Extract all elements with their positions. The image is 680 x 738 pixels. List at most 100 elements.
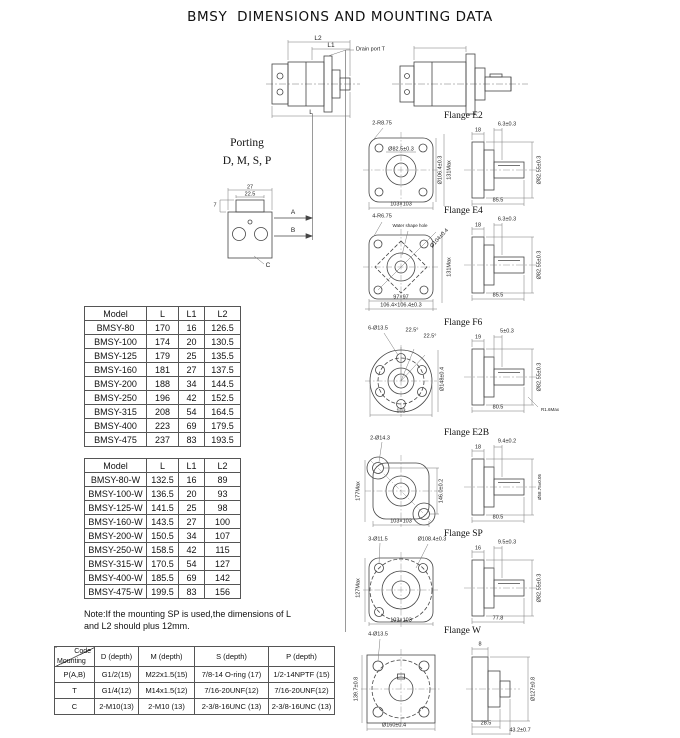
table-cell: 20 xyxy=(178,486,205,501)
flange-sp-label: Flange SP xyxy=(444,529,483,539)
dim-annotation: Ø82.55±0.3 xyxy=(536,250,543,280)
dim-annotation: 103×103 xyxy=(390,617,412,624)
table-cell: BMSY-100-W xyxy=(84,486,147,501)
dim-annotation: Ø82.5±0.3 xyxy=(388,146,414,153)
dim-annotation: 131Max xyxy=(446,257,453,277)
table-cell: 42 xyxy=(178,542,205,557)
table-cell: 158.5 xyxy=(146,542,179,557)
table-cell: 20 xyxy=(178,334,205,349)
table-cell: 7/16-20UNF(12) xyxy=(268,682,335,699)
table-cell: 142 xyxy=(204,570,241,585)
dim-l2: L2 xyxy=(314,34,322,42)
table-cell: 237 xyxy=(146,432,179,447)
table-cell: 69 xyxy=(178,570,205,585)
table-cell: 107 xyxy=(204,528,241,543)
table-row: P(A,B)G1/2(15)M22x1.5(15)7/8-14 O-ring (… xyxy=(54,666,335,683)
dim-annotation: Ø160±0.4 xyxy=(381,722,407,729)
code-mounting-corner-cell: Code Mounting xyxy=(54,646,95,667)
table-cell: 179.5 xyxy=(204,418,241,433)
table-cell: 193.5 xyxy=(204,432,241,447)
dim-annotation: Ø127±0.8 xyxy=(530,676,537,702)
dim-annotation: 4-Ø13.5 xyxy=(368,631,388,638)
table-cell: BMSY-250-W xyxy=(84,542,147,557)
table-cell: 136.5 xyxy=(146,486,179,501)
dim-annotation: 106.4×106.4±0.3 xyxy=(380,302,422,309)
column-header: L1 xyxy=(178,306,205,321)
reference-line-porting xyxy=(312,114,313,240)
port-thread-table: Code Mounting D (depth) M (depth) S (dep… xyxy=(54,646,335,715)
dim-annotation: 103×103 xyxy=(390,201,412,208)
note-line-2: and L2 should plus 12mm. xyxy=(84,621,190,631)
dim-annotation: 127Max xyxy=(355,578,362,598)
table-cell: P(A,B) xyxy=(54,666,95,683)
table-cell: 196 xyxy=(146,390,179,405)
flange-sp-section: Flange SP xyxy=(352,528,588,628)
dim-annotation: 2-R8.75 xyxy=(372,120,392,127)
flange-w-section: Flange W xyxy=(352,625,588,738)
table-cell: BMSY-100 xyxy=(84,334,147,349)
table-cell: 27 xyxy=(178,362,205,377)
column-header: M (depth) xyxy=(138,646,195,667)
dim-annotation: 18 xyxy=(474,444,482,451)
dim-annotation: 19 xyxy=(474,334,482,341)
dim-annotation: 2-Ø14.3 xyxy=(370,435,390,442)
column-header: L2 xyxy=(204,306,241,321)
porting-section-drawing xyxy=(219,188,314,265)
table-cell: M14x1.5(12) xyxy=(138,682,195,699)
table-cell: 34 xyxy=(178,376,205,391)
dim-annotation: 16 xyxy=(474,545,482,552)
column-header: Model xyxy=(84,458,147,473)
table-cell: 188 xyxy=(146,376,179,391)
dim-annotation: 8 xyxy=(478,641,482,648)
dim-annotation: 77.8 xyxy=(492,615,504,622)
table-cell: BMSY-475 xyxy=(84,432,147,447)
table-cell: 1/2-14NPTF (15) xyxy=(268,666,335,683)
table-cell: 185.5 xyxy=(146,570,179,585)
dim-annotation: 3-Ø11.5 xyxy=(368,536,388,543)
table-cell: 179 xyxy=(146,348,179,363)
table-cell: 54 xyxy=(178,404,205,419)
reference-line-vertical xyxy=(345,50,346,632)
column-header: D (depth) xyxy=(94,646,139,667)
table-header-row: Model L L1 L2 xyxy=(84,306,241,321)
corner-label-code: Code xyxy=(74,648,91,655)
porting-dim-22-5: 22.5 xyxy=(244,191,256,198)
dim-annotation: 9.4±0.2 xyxy=(497,438,517,445)
note-line-1: Note:If the mounting SP is used,the dime… xyxy=(84,609,291,619)
flange-e4-section: Flange E4 xyxy=(352,205,588,315)
flange-e2-label: Flange E2 xyxy=(444,111,483,121)
table-cell: 83 xyxy=(178,584,205,599)
table-cell: BMSY-250 xyxy=(84,390,147,405)
dim-l1: L1 xyxy=(327,41,335,49)
table-cell: 164.5 xyxy=(204,404,241,419)
dim-annotation: Ø148±0.4 xyxy=(439,366,446,392)
table-cell: BMSY-200-W xyxy=(84,528,147,543)
table-cell: 174 xyxy=(146,334,179,349)
motor-side-view-drawings xyxy=(266,40,528,118)
dim-annotation: 5±0.3 xyxy=(500,328,514,335)
dim-annotation: 22.5° xyxy=(423,333,437,340)
table-cell: BMSY-315-W xyxy=(84,556,147,571)
table-cell: BMSY-160 xyxy=(84,362,147,377)
table-cell: 93 xyxy=(204,486,241,501)
table-cell: 137.5 xyxy=(204,362,241,377)
dim-annotation: 4-R6.75 xyxy=(372,213,392,220)
dim-annotation: 9.5±0.3 xyxy=(497,539,517,546)
port-c-label: C xyxy=(265,261,271,269)
port-b-label: B xyxy=(290,226,296,234)
dim-annotation: Ø82.55±0.3 xyxy=(536,573,543,603)
dim-annotation: Ø82.55±0.3 xyxy=(536,155,543,185)
dim-annotation: 22.5° xyxy=(405,327,419,334)
dim-annotation: 80.5 xyxy=(492,514,504,521)
